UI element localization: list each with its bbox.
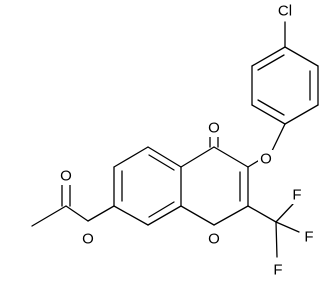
bond	[257, 99, 285, 116]
bond	[251, 46, 286, 67]
bond	[87, 205, 115, 222]
chlorine-atom-label: Cl	[278, 3, 292, 20]
bond	[180, 205, 215, 226]
bond	[247, 205, 277, 223]
atom-labels: Cl O O O O O F F F	[58, 2, 315, 279]
label-background	[258, 150, 273, 167]
label-background	[80, 230, 95, 247]
fluorine-atom-label: F	[273, 262, 282, 279]
fluorine-atom-label: F	[304, 229, 313, 246]
fluorine-atom-label: F	[292, 187, 301, 204]
label-background	[275, 2, 297, 19]
bond	[31, 205, 67, 227]
label-background	[58, 168, 73, 185]
bond-lines	[31, 21, 319, 258]
carbonyl-oxygen-atom-label: O	[60, 168, 72, 185]
bond	[251, 104, 286, 125]
label-background	[272, 262, 284, 279]
bond	[148, 201, 175, 218]
ring-oxygen-atom-label: O	[208, 231, 220, 248]
label-background	[207, 120, 222, 137]
bond	[284, 46, 319, 67]
bond	[65, 205, 89, 222]
bond	[180, 146, 215, 168]
bond	[275, 221, 278, 258]
label-background	[291, 187, 303, 204]
label-background	[207, 230, 222, 247]
bond	[147, 146, 182, 168]
bond	[113, 205, 149, 226]
ester-oxygen-atom-label: O	[82, 231, 94, 248]
bond	[270, 123, 286, 154]
bond	[275, 203, 294, 223]
ether-oxygen-atom-label: O	[260, 151, 272, 168]
bond	[257, 54, 285, 71]
label-background	[303, 229, 315, 246]
bond	[213, 205, 249, 226]
bond	[284, 104, 319, 125]
bond	[275, 221, 300, 233]
bond	[148, 154, 175, 171]
bond	[147, 205, 182, 226]
ketone-oxygen-atom-label: O	[208, 120, 220, 137]
bond	[213, 146, 249, 168]
bond	[113, 146, 149, 168]
